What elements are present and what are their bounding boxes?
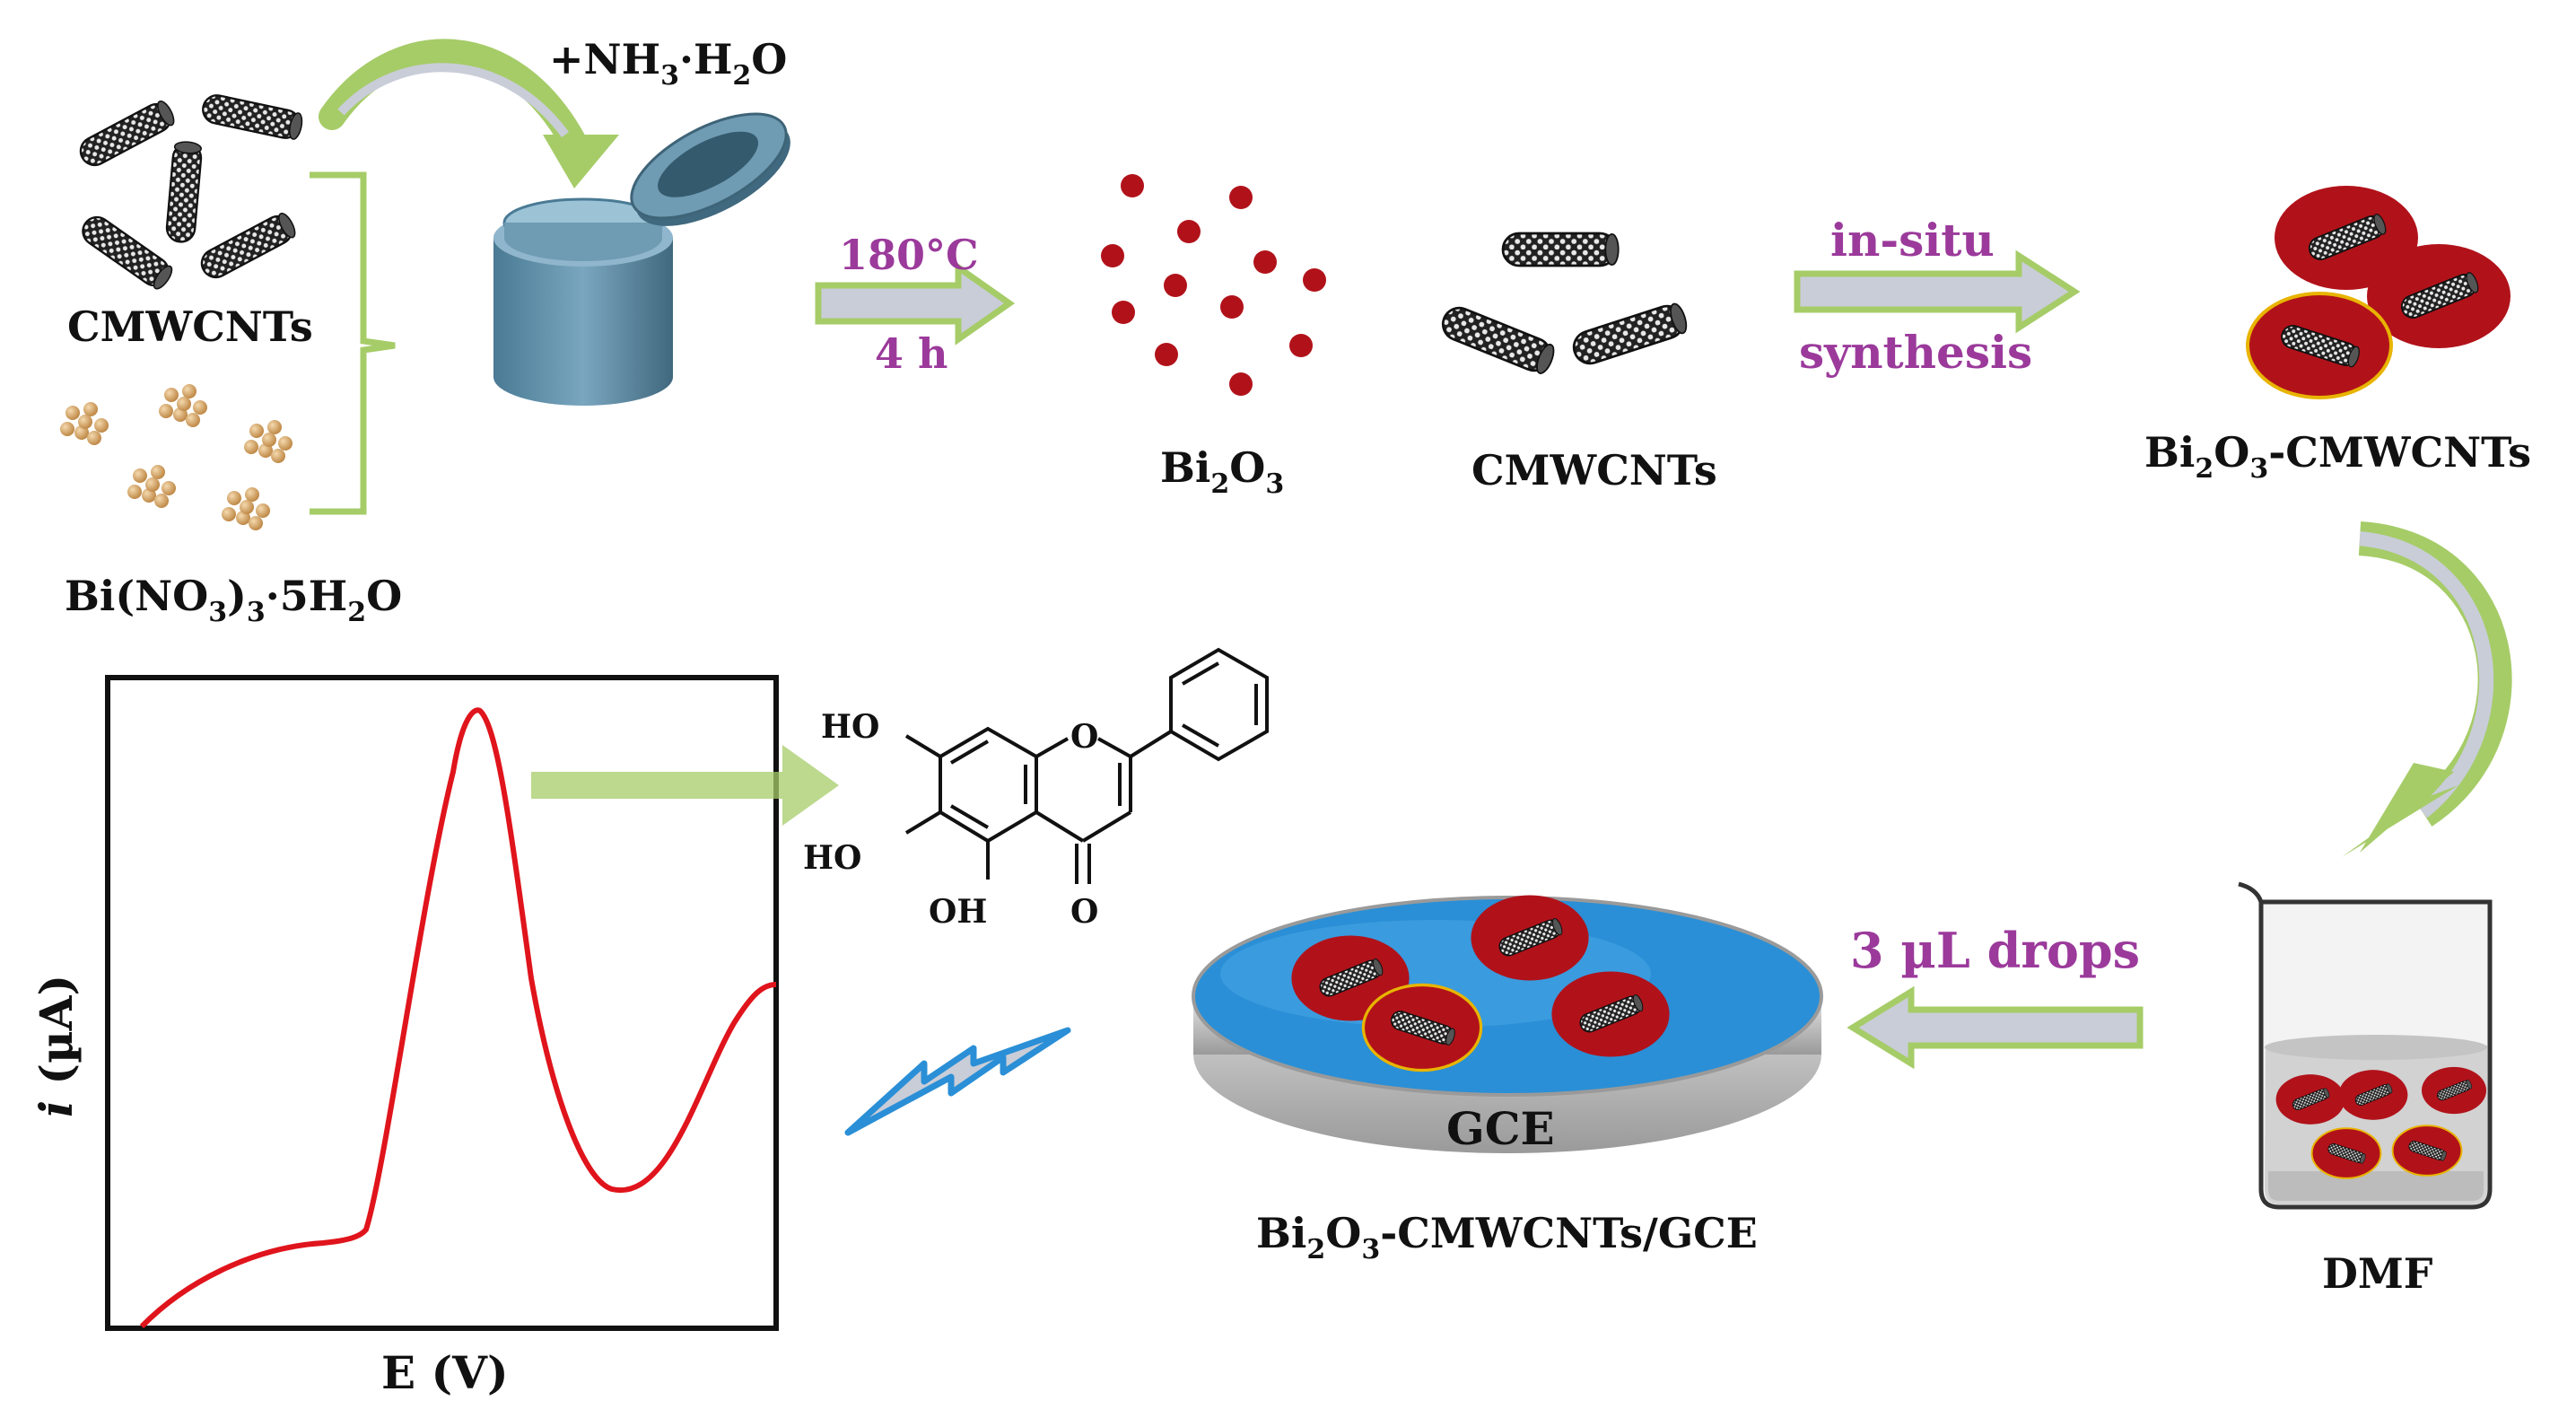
- time-label: 4 h: [875, 329, 947, 378]
- bismuth-nitrate-sphere: [65, 406, 80, 420]
- bismuth-nitrate-sphere: [182, 384, 196, 398]
- bismuth-nitrate-sphere: [278, 436, 293, 451]
- voltammogram-curve: [139, 707, 777, 1329]
- bi2o3-nanoparticle: [1101, 244, 1124, 267]
- cmwcnt-cluster-middle: [1436, 232, 1691, 378]
- temperature-label: 180°C: [839, 231, 979, 279]
- bismuth-nitrate-sphere: [227, 491, 241, 505]
- bismuth-nitrate-particles: [60, 384, 293, 530]
- x-axis-label: E (V): [381, 1346, 509, 1399]
- ho-group-middle: HO: [803, 839, 861, 877]
- bismuth-nitrate-sphere: [262, 433, 276, 447]
- bismuth-nitrate-sphere: [164, 388, 179, 402]
- bismuth-nitrate-sphere: [256, 503, 270, 518]
- bismuth-nitrate-sphere: [60, 422, 74, 436]
- bismuth-nitrate-sphere: [94, 418, 109, 433]
- bismuth-nitrate-sphere: [267, 420, 282, 434]
- bismuth-nitrate-sphere: [162, 481, 176, 495]
- bismuth-nitrate-sphere: [244, 440, 258, 454]
- reagent-bracket: [310, 171, 396, 515]
- dispersion-curved-arrow: [2342, 521, 2512, 857]
- bi2o3-nanoparticle: [1112, 301, 1135, 324]
- bismuth-nitrate-sphere: [127, 485, 142, 499]
- bi2o3-nanoparticle: [1229, 186, 1253, 209]
- bismuth-nitrate-sphere: [159, 404, 173, 418]
- modified-electrode-label: Bi2O3-CMWCNTs/GCE: [1256, 1209, 1758, 1265]
- gce-label: GCE: [1446, 1102, 1555, 1155]
- ammonia-reagent-label: +NH3·H2O: [549, 35, 787, 92]
- bismuth-nitrate-sphere: [83, 402, 98, 416]
- bi2o3-nanoparticle: [1164, 274, 1187, 297]
- bi2o3-label: Bi2O3: [1160, 443, 1284, 500]
- bismuth-nitrate-sphere: [271, 449, 285, 463]
- dmf-label: DMF: [2322, 1249, 2433, 1298]
- signal-lightning-icon: [844, 1027, 1071, 1136]
- curved-arrow-head: [543, 135, 619, 188]
- bismuth-nitrate-sphere: [240, 500, 254, 514]
- bi2o3-nanoparticle: [1303, 268, 1326, 292]
- bi2o3-nanoparticle: [1155, 343, 1178, 366]
- hydrothermal-arrow: [815, 261, 1016, 346]
- ho-group-top: HO: [821, 708, 879, 746]
- bismuth-nitrate-label: Bi(NO3)3·5H2O: [65, 572, 402, 628]
- bi2o3-nanoparticle: [1220, 295, 1244, 319]
- y-axis-label: i (µA): [30, 975, 83, 1117]
- peak-to-molecule-arrow: [531, 745, 839, 826]
- bismuth-nitrate-sphere: [245, 487, 259, 502]
- bismuth-nitrate-sphere: [78, 415, 92, 429]
- bi2o3-nanoparticles: [1101, 174, 1326, 396]
- bismuth-nitrate-sphere: [177, 397, 191, 411]
- cmwcnts-label-left: CMWCNTs: [67, 302, 313, 351]
- oh-group-bottom: OH: [929, 893, 987, 931]
- in-situ-synthesis-arrow: [1794, 249, 2081, 334]
- bismuth-nitrate-sphere: [151, 465, 165, 479]
- autoclave-reactor: [493, 112, 790, 406]
- drop-cast-arrow: [1847, 985, 2144, 1070]
- ring-oxygen: O: [1070, 718, 1098, 756]
- glassy-carbon-electrode: [1192, 895, 1823, 1153]
- bismuth-nitrate-sphere: [87, 431, 101, 445]
- in-situ-label: in-situ: [1830, 214, 1995, 267]
- curved-arrow-into-reactor: [319, 39, 588, 157]
- bismuth-nitrate-sphere: [145, 477, 160, 492]
- bi2o3-nanoparticle: [1289, 334, 1313, 357]
- bi2o3-nanoparticle: [1177, 220, 1201, 243]
- bi2o3-nanoparticle: [1229, 372, 1253, 396]
- bi2o3-nanoparticle: [1121, 174, 1144, 197]
- cmwcnts-label-middle: CMWCNTs: [1471, 446, 1717, 495]
- bi2o3-nanoparticle: [1253, 250, 1277, 274]
- bismuth-nitrate-sphere: [222, 507, 236, 521]
- bismuth-nitrate-sphere: [186, 413, 200, 427]
- baicalein-structure: [904, 647, 1269, 884]
- dmf-beaker: [2238, 881, 2493, 1210]
- bismuth-nitrate-sphere: [249, 424, 264, 438]
- synthesis-label: synthesis: [1799, 326, 2032, 379]
- composite-label: Bi2O3-CMWCNTs: [2144, 428, 2531, 485]
- cmwcnt-cluster-left: [74, 92, 306, 293]
- bismuth-nitrate-sphere: [249, 516, 263, 530]
- bi2o3-cmwcnt-composite-particles: [2248, 186, 2511, 398]
- keto-oxygen: O: [1070, 893, 1098, 931]
- bismuth-nitrate-sphere: [133, 468, 147, 483]
- drop-volume-label: 3 µL drops: [1850, 922, 2140, 979]
- bismuth-nitrate-sphere: [193, 400, 207, 415]
- bismuth-nitrate-sphere: [154, 494, 169, 508]
